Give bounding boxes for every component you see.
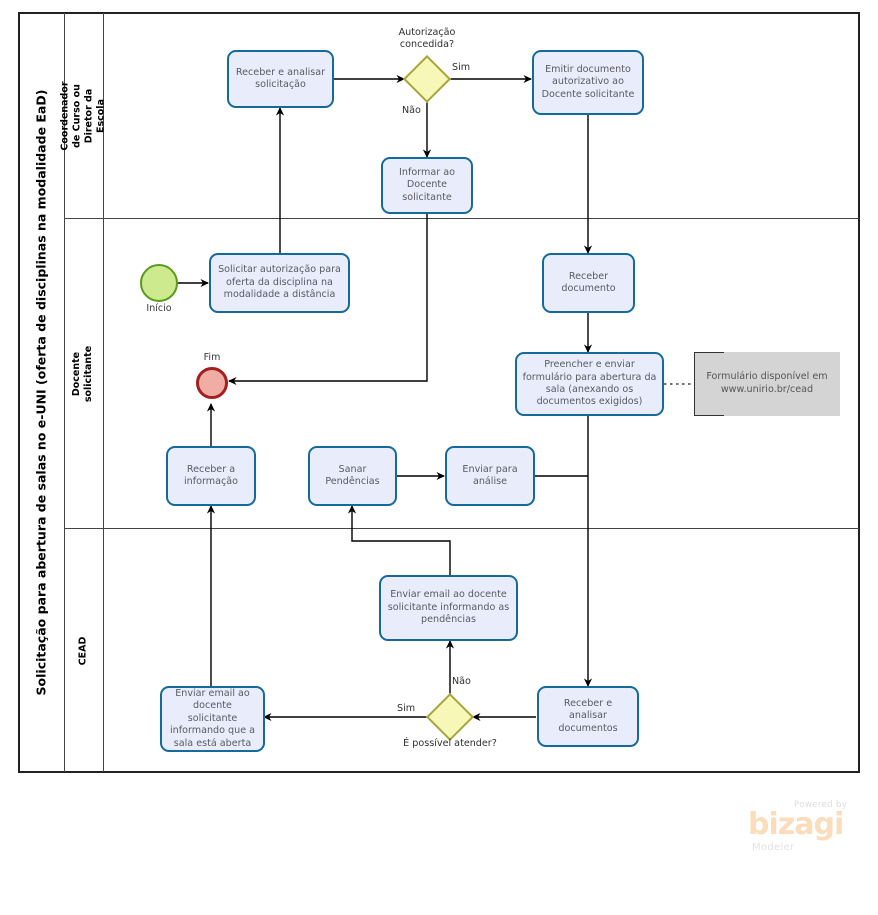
logo-powered-by-text: Powered by bbox=[794, 800, 848, 810]
task-enviar-email-sala-aberta[interactable]: Enviar email ao docente solicitante info… bbox=[160, 686, 265, 752]
task-enviar-email-pendencias[interactable]: Enviar email ao docente solicitante info… bbox=[379, 575, 518, 641]
gateway-e-possivel-atender[interactable] bbox=[425, 692, 475, 742]
flow-label-nao-autorizacao: Não bbox=[402, 105, 421, 116]
task-emitir-documento-autorizativo[interactable]: Emitir documento autorizativo ao Docente… bbox=[532, 50, 644, 115]
lane-separator-1 bbox=[64, 218, 859, 219]
flow-email-pendencias-to-sanar bbox=[347, 504, 451, 575]
pool-title-divider bbox=[64, 13, 65, 772]
lane-label-divider bbox=[103, 13, 104, 772]
task-informar-docente-solicitante[interactable]: Informar ao Docente solicitante bbox=[381, 157, 473, 214]
lane-separator-2 bbox=[64, 528, 859, 529]
bizagi-logo: Powered by bizagi Modeler bbox=[748, 800, 858, 858]
task-preencher-enviar-formulario[interactable]: Preencher e enviar formulário para abert… bbox=[515, 352, 664, 416]
flow-label-sim-autorizacao: Sim bbox=[452, 62, 471, 73]
gateway-autorizacao-concedida-label: Autorização concedida? bbox=[398, 27, 456, 50]
task-solicitar-autorizacao[interactable]: Solicitar autorização para oferta da dis… bbox=[209, 253, 350, 313]
gateway-e-possivel-atender-label: É possível atender? bbox=[403, 738, 497, 749]
gateway-autorizacao-concedida[interactable] bbox=[402, 54, 452, 104]
task-sanar-pendencias[interactable]: Sanar Pendências bbox=[308, 446, 397, 506]
end-event-label: Fim bbox=[203, 352, 221, 363]
start-event[interactable] bbox=[140, 264, 178, 302]
flow-label-sim-atender: Sim bbox=[397, 703, 416, 714]
task-receber-analisar-documentos[interactable]: Receber e analisar documentos bbox=[537, 686, 639, 747]
end-event[interactable] bbox=[196, 367, 228, 399]
flow-informar-to-fim bbox=[227, 214, 428, 386]
task-receber-documento[interactable]: Receber documento bbox=[542, 253, 635, 313]
task-receber-informacao[interactable]: Receber a informação bbox=[166, 446, 256, 506]
annotation-formulario: Formulário disponível em www.unirio.br/c… bbox=[694, 352, 840, 416]
logo-modeler-text: Modeler bbox=[752, 842, 795, 853]
start-event-label: Início bbox=[146, 303, 172, 314]
flow-label-nao-atender: Não bbox=[452, 676, 471, 687]
pool-frame bbox=[18, 12, 860, 773]
task-enviar-para-analise[interactable]: Enviar para análise bbox=[445, 446, 535, 506]
annotation-bracket bbox=[694, 352, 724, 416]
logo-bizagi-wordmark: bizagi bbox=[748, 807, 844, 842]
task-receber-analisar-solicitacao[interactable]: Receber e analisar solicitação bbox=[227, 50, 334, 108]
